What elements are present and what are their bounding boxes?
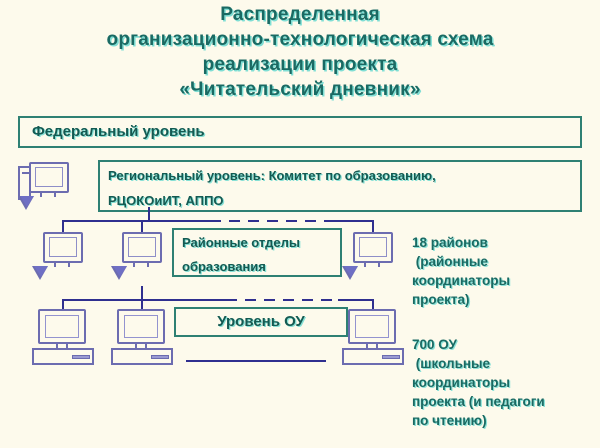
connector-regional-drop — [148, 207, 150, 221]
monitor-icon — [43, 232, 83, 263]
system-unit-icon — [111, 348, 173, 365]
keyboard-icon — [342, 266, 404, 280]
connector-school-2-drop — [141, 299, 143, 309]
system-unit-icon — [342, 348, 404, 365]
districts-count-note: 18 районов (районные координаторы проект… — [412, 235, 510, 307]
connector-district-1-drop — [62, 220, 64, 232]
monitor-stand — [54, 263, 70, 267]
keyboard-icon — [18, 196, 80, 210]
district-departments-box: Районные отделы образования — [172, 228, 342, 277]
monitor-icon — [122, 232, 162, 263]
connector-school-bus-right — [338, 299, 374, 301]
federal-level-box: Федеральный уровень — [18, 116, 582, 148]
title-line-3: реализации проекта — [202, 54, 398, 75]
ou-level-box: Уровень ОУ — [174, 307, 348, 337]
federal-level-label: Федеральный уровень — [32, 123, 205, 140]
monitor-icon — [29, 162, 69, 193]
keyboard-icon — [32, 266, 94, 280]
title-line-4: «Читательский дневник» — [179, 79, 421, 100]
connector-school-3-drop — [372, 299, 374, 309]
system-unit-icon — [32, 348, 94, 365]
district-departments-label-line2: образования — [182, 259, 266, 274]
connector-district-bus-left — [62, 220, 210, 222]
connector-school-bus-dashed — [226, 299, 338, 301]
regional-level-label-line1: Региональный уровень: Комитет по образов… — [108, 168, 436, 183]
monitor-icon — [348, 309, 396, 344]
monitor-icon — [117, 309, 165, 344]
title-line-1: Распределенная — [220, 4, 380, 25]
connector-school-drop-main — [141, 286, 143, 300]
regional-level-label-line2: РЦОКОиИТ, АППО — [108, 193, 224, 208]
connector-district-bus-dashed — [210, 220, 334, 222]
monitor-stand — [366, 344, 378, 349]
page-title: Распределенная организационно-технологич… — [0, 2, 600, 102]
monitor-stand — [133, 263, 149, 267]
monitor-stand — [364, 263, 380, 267]
ou-level-label: Уровень ОУ — [217, 313, 305, 330]
monitor-stand — [40, 193, 56, 197]
keyboard-icon — [111, 266, 173, 280]
connector-school-bus-left — [62, 299, 226, 301]
monitor-stand — [135, 344, 147, 349]
district-departments-label-line1: Районные отделы — [182, 235, 300, 250]
monitor-icon — [353, 232, 393, 263]
connector-school-1-drop — [62, 299, 64, 309]
monitor-stand — [56, 344, 68, 349]
monitor-icon — [38, 309, 86, 344]
connector-district-bus-right — [334, 220, 374, 222]
ou-underline-rule — [186, 360, 326, 362]
connector-district-3-drop — [372, 220, 374, 232]
title-line-2: организационно-технологическая схема — [106, 29, 494, 50]
regional-level-box: Региональный уровень: Комитет по образов… — [98, 160, 582, 212]
schools-count-note: 700 ОУ (школьные координаторы проекта (и… — [412, 337, 545, 428]
connector-district-2-drop — [141, 220, 143, 232]
